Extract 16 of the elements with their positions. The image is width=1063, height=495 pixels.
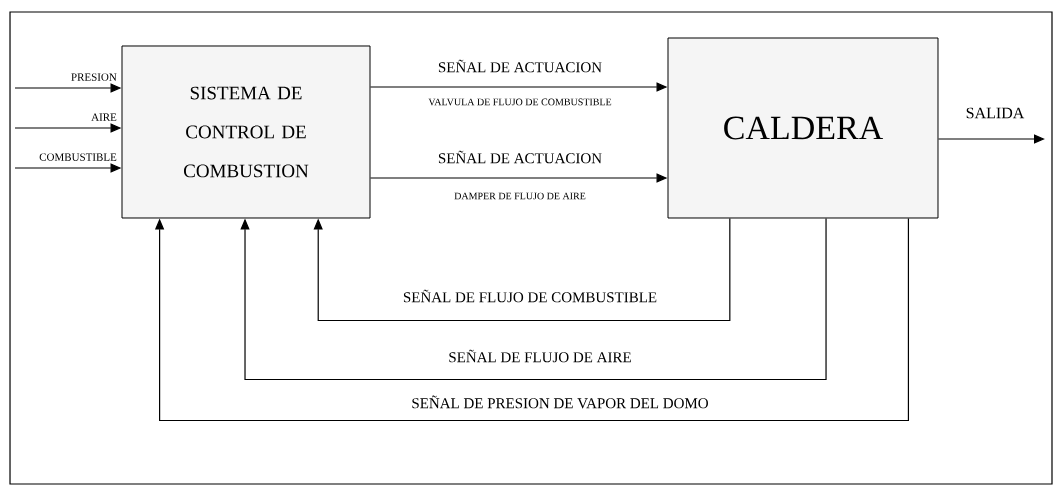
edge-label: AIRE: [91, 113, 117, 121]
edge-label: SEÑAL DE FLUJO DE AIRE: [449, 349, 631, 363]
arrow: [154, 217, 909, 422]
signal-label: VALVULA DE FLUJO DE COMBUSTIBLE: [428, 98, 612, 106]
edge-label: COMBUSTIBLE: [39, 153, 117, 161]
block-box: CALDERA: [667, 37, 939, 219]
edge-label: SEÑAL DE PRESION DE VAPOR DEL DOMO: [412, 395, 708, 409]
edge-label: SEÑAL DE FLUJO DE COMBUSTIBLE: [403, 289, 657, 303]
edge-label: SEÑAL DE ACTUACION: [438, 59, 602, 73]
edge-label: PRESION: [71, 73, 117, 81]
block-box: SISTEMA DE CONTROL DE COMBUSTION: [121, 45, 371, 219]
edge-label: SALIDA: [966, 107, 1025, 119]
arrow: [240, 217, 827, 381]
edge-label: SEÑAL DE ACTUACION: [438, 150, 602, 164]
signal-label: DAMPER DE FLUJO DE AIRE: [454, 192, 586, 200]
arrow: [313, 217, 731, 322]
